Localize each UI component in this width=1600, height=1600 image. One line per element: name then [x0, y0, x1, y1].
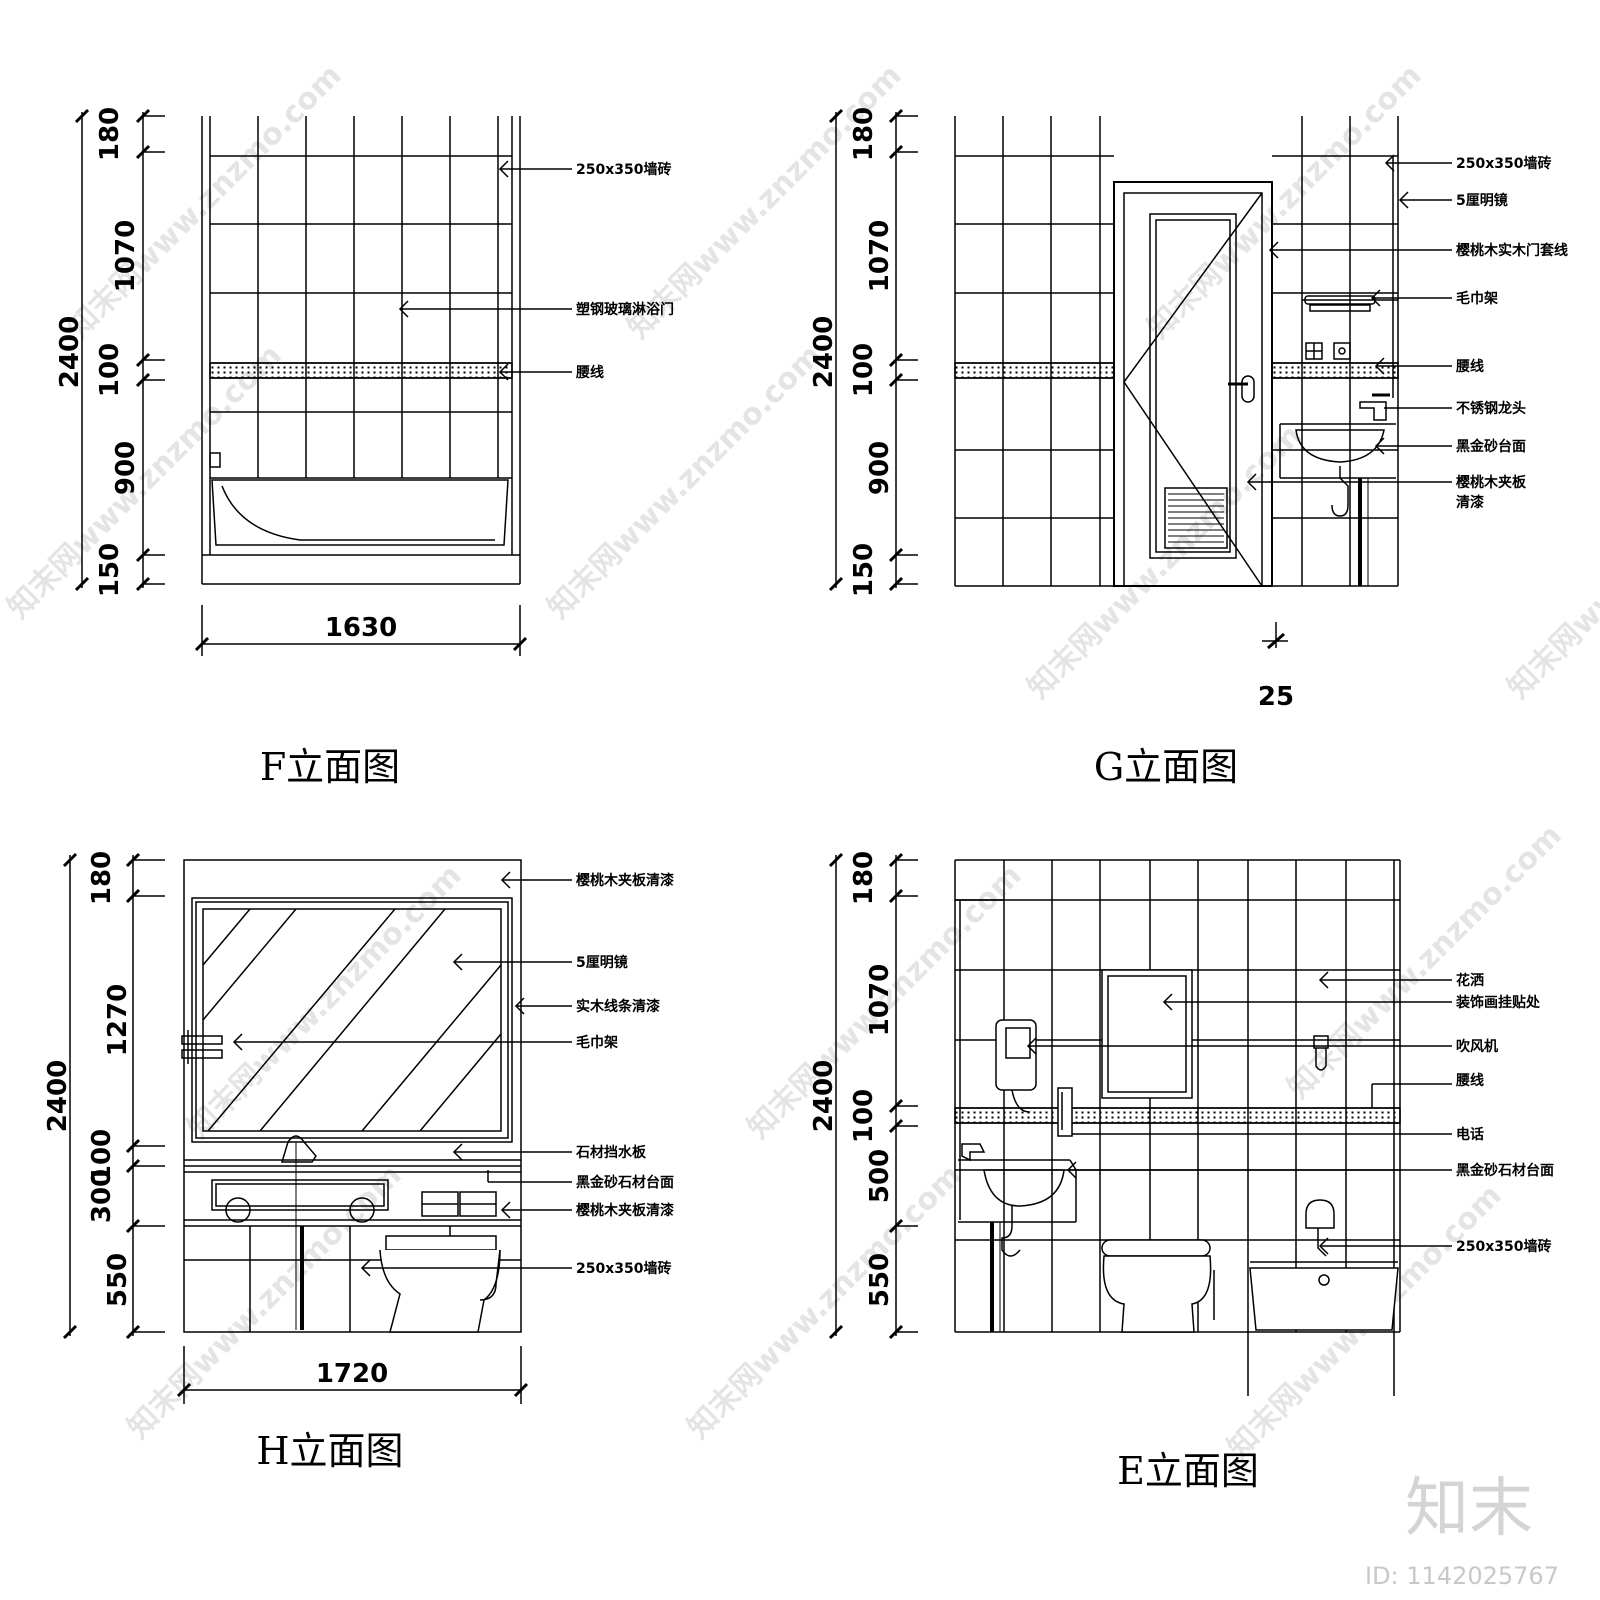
- e-label-4: 电话: [1456, 1126, 1484, 1143]
- watermark-text: 知末网www.znzmo.com: [1501, 418, 1600, 706]
- f-label-2: 腰线: [575, 364, 604, 381]
- f-dim-total: 2400: [55, 316, 85, 388]
- g-label-4: 腰线: [1455, 358, 1484, 375]
- h-label-0: 樱桃木夹板清漆: [576, 872, 674, 889]
- h-dim-total: 2400: [43, 1060, 73, 1132]
- panel-f-texts: 2400 180 1070 100 900 150 1630 250x350墙砖…: [55, 107, 674, 789]
- h-dim-2: 100: [87, 1129, 117, 1183]
- g-label-7: 樱桃木夹板: [1456, 474, 1527, 491]
- watermark-text: 知末网www.znzmo.com: [1021, 418, 1309, 706]
- g-label-1: 5厘明镜: [1456, 192, 1508, 209]
- e-label-6: 250x350墙砖: [1456, 1238, 1551, 1255]
- brand-logo: 知末: [1405, 1472, 1533, 1546]
- e-label-2: 吹风机: [1456, 1038, 1498, 1055]
- h-dim-1: 1270: [103, 984, 133, 1056]
- watermark-text: 知末网www.znzmo.com: [181, 858, 469, 1146]
- e-dim-4: 550: [865, 1253, 895, 1307]
- panel-e-elevation: [828, 852, 1452, 1396]
- g-dim-4: 150: [849, 543, 879, 597]
- e-dim-0: 180: [849, 851, 879, 905]
- watermark-text: 知末网www.znzmo.com: [681, 1158, 969, 1446]
- h-dim-3: 300: [87, 1169, 117, 1223]
- e-dim-2: 100: [849, 1089, 879, 1143]
- h-title: H立面图: [256, 1429, 403, 1473]
- f-title: F立面图: [260, 745, 400, 789]
- e-title: E立面图: [1117, 1449, 1259, 1493]
- image-id: ID: 1142025767: [1365, 1562, 1559, 1590]
- g-label-0: 250x350墙砖: [1456, 155, 1551, 172]
- panel-f-elevation: [74, 108, 572, 656]
- g-dim-extra: 25: [1258, 682, 1294, 712]
- f-dim-0: 180: [95, 107, 125, 161]
- h-dim-4: 550: [103, 1253, 133, 1307]
- g-label-2: 樱桃木实木门套线: [1456, 242, 1568, 259]
- g-title: G立面图: [1094, 745, 1238, 789]
- h-label-1: 5厘明镜: [576, 954, 628, 971]
- g-label-6: 黑金砂台面: [1456, 438, 1526, 455]
- f-dim-2: 100: [95, 343, 125, 397]
- g-dim-3: 900: [865, 441, 895, 495]
- panel-e-texts: 2400 180 1070 100 500 550 花洒 装饰画挂贴处 吹风机 …: [809, 851, 1554, 1493]
- e-dim-total: 2400: [809, 1060, 839, 1132]
- g-label-3: 毛巾架: [1456, 290, 1498, 307]
- e-dim-3: 500: [865, 1149, 895, 1203]
- h-label-5: 黑金砂石材台面: [576, 1174, 674, 1191]
- panel-g-texts: 2400 180 1070 100 900 150 25 250x350墙砖 5…: [809, 107, 1568, 789]
- h-label-4: 石材挡水板: [575, 1144, 647, 1161]
- g-label-8: 清漆: [1456, 494, 1484, 511]
- h-label-2: 实木线条清漆: [576, 998, 660, 1015]
- h-label-7: 250x350墙砖: [576, 1260, 671, 1277]
- h-dim-width: 1720: [316, 1359, 388, 1389]
- h-dim-0: 180: [87, 851, 117, 905]
- f-dim-1: 1070: [111, 220, 141, 292]
- h-label-6: 樱桃木夹板清漆: [576, 1202, 674, 1219]
- f-dim-width: 1630: [325, 613, 397, 643]
- g-dim-2: 100: [849, 343, 879, 397]
- panel-h-elevation: [62, 852, 572, 1404]
- g-label-5: 不锈钢龙头: [1456, 400, 1526, 417]
- g-dim-total: 2400: [809, 316, 839, 388]
- f-dim-3: 900: [111, 441, 141, 495]
- e-dim-1: 1070: [865, 964, 895, 1036]
- e-label-3: 腰线: [1455, 1072, 1484, 1089]
- watermark-text: 知末网www.znzmo.com: [1281, 818, 1569, 1106]
- g-dim-1: 1070: [865, 220, 895, 292]
- watermark-text: 知末网www.znzmo.com: [1141, 58, 1429, 346]
- panel-g-elevation: [828, 108, 1452, 650]
- g-dim-0: 180: [849, 107, 879, 161]
- e-label-1: 装饰画挂贴处: [1455, 994, 1541, 1011]
- f-label-0: 250x350墙砖: [576, 161, 671, 178]
- f-dim-4: 150: [95, 543, 125, 597]
- panel-h-texts: 2400 180 1270 100 300 550 1720 樱桃木夹板清漆 5…: [43, 851, 674, 1473]
- watermark-text: 知末网www.znzmo.com: [121, 1158, 409, 1446]
- h-label-3: 毛巾架: [576, 1034, 618, 1051]
- e-label-5: 黑金砂石材台面: [1456, 1162, 1554, 1179]
- f-label-1: 塑钢玻璃淋浴门: [576, 301, 674, 318]
- watermark-text: 知末网www.znzmo.com: [541, 338, 829, 626]
- e-label-0: 花洒: [1456, 972, 1484, 989]
